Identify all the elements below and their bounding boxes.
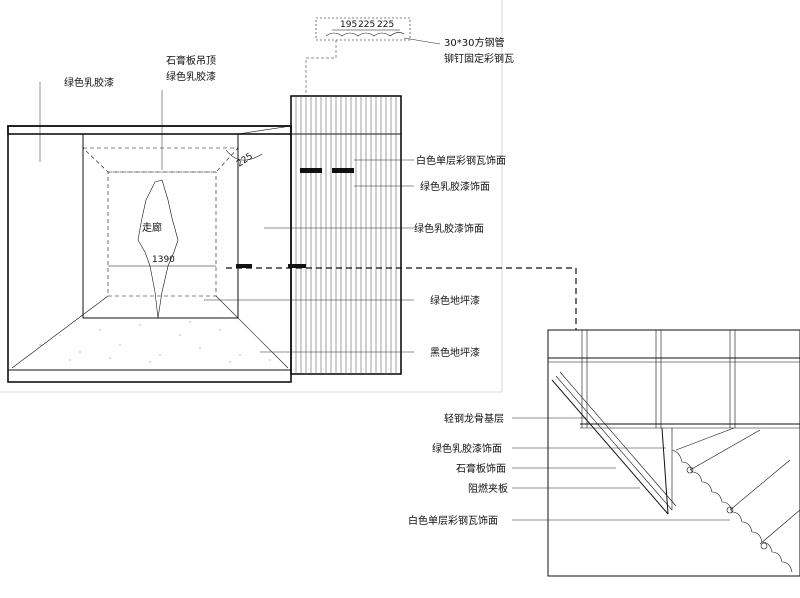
detail-view <box>547 329 800 577</box>
back-wall-frame <box>107 171 217 297</box>
label-facade-white: 白色单层彩钢瓦饰面 <box>416 154 506 167</box>
roof-dashed-box <box>315 17 411 41</box>
ceiling-recess <box>82 147 239 173</box>
human-figure <box>137 179 179 319</box>
marker-bar-3 <box>236 264 252 268</box>
label-pipe-1: 30*30方钢管 <box>444 36 504 49</box>
label-roof-dim-3: 225 <box>377 20 394 30</box>
pipe-leader <box>403 37 441 45</box>
floor-left <box>11 295 109 369</box>
detail-frame <box>547 329 800 577</box>
diag-dim-arc <box>225 149 263 161</box>
diag-layer-1 <box>551 379 669 515</box>
top-beam <box>7 125 292 135</box>
corridor-outer <box>7 125 292 383</box>
label-top-left: 绿色乳胶漆 <box>64 76 114 89</box>
floor-right <box>215 295 289 369</box>
diag-layer-2 <box>555 375 673 511</box>
label-roof-dim-1: 195 <box>340 20 357 30</box>
diag-layer-3 <box>559 371 677 507</box>
label-ceiling-2: 绿色乳胶漆 <box>166 70 216 83</box>
label-pipe-2: 铆钉固定彩钢瓦 <box>444 52 514 65</box>
label-floor-green: 绿色地坪漆 <box>430 294 480 307</box>
floor-dots <box>39 321 271 363</box>
marker-bar-4 <box>288 264 306 268</box>
label-facade-green-2: 绿色乳胶漆饰面 <box>414 222 484 235</box>
bolt-2 <box>726 506 734 514</box>
label-corridor: 走廊 <box>142 221 162 234</box>
bolt-3 <box>760 542 768 550</box>
leaders <box>39 82 730 521</box>
rafter-1 <box>675 427 735 451</box>
corridor-box <box>7 125 292 383</box>
corrugated-wave <box>671 449 793 573</box>
marker-bar-1 <box>300 168 322 173</box>
diag-vertical <box>661 427 669 515</box>
detail-callout-line <box>226 267 577 330</box>
label-roof-dim-2: 225 <box>358 20 375 30</box>
facade-ribs <box>295 96 397 374</box>
label-facade-green-1: 绿色乳胶漆饰面 <box>420 180 490 193</box>
facade-panel <box>236 95 402 375</box>
bolt-1 <box>686 466 694 474</box>
label-detail-white: 白色单层彩钢瓦饰面 <box>408 514 498 527</box>
label-detail-gypsum: 石膏板饰面 <box>456 462 506 475</box>
label-ceiling-1: 石膏板吊顶 <box>166 54 216 67</box>
label-detail-green: 绿色乳胶漆饰面 <box>432 442 502 455</box>
label-floor-black: 黑色地坪漆 <box>430 346 480 359</box>
label-width-dim: 1390 <box>152 255 175 265</box>
sheet-frame <box>0 0 503 393</box>
roof-leader <box>305 40 337 96</box>
rafter-3 <box>729 459 791 511</box>
label-detail-fire: 阻燃夹板 <box>468 482 508 495</box>
diag-dim-line <box>237 125 292 135</box>
rafter-4 <box>759 509 800 545</box>
roof-wave <box>325 32 405 37</box>
rafter-2 <box>689 429 761 471</box>
roof-profile <box>305 17 441 96</box>
label-detail-keel: 轻钢龙骨基层 <box>444 412 504 425</box>
marker-bar-2 <box>332 168 354 173</box>
